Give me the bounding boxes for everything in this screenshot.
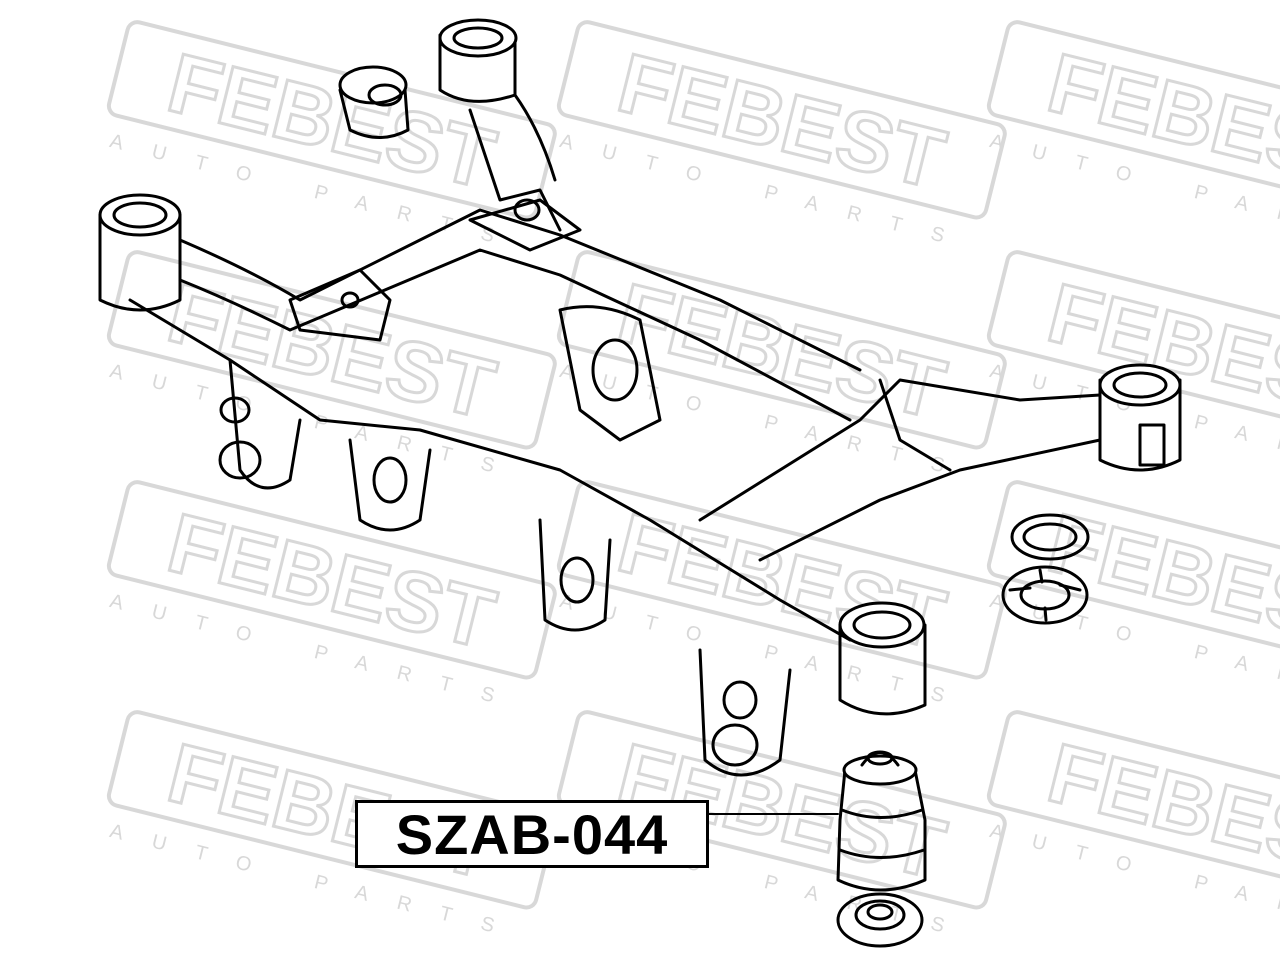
watermark-brand: FEBEST [159,35,503,206]
watermark-brand: FEBEST [609,265,953,436]
rear-subframe [98,18,1182,948]
watermark-brand: FEBEST [609,35,953,206]
watermark-brand: FEBEST [159,265,503,436]
part-number-label: SZAB-044 [355,800,709,868]
watermark-brand: FEBEST [159,495,503,666]
szab-044-bushing [836,750,927,892]
